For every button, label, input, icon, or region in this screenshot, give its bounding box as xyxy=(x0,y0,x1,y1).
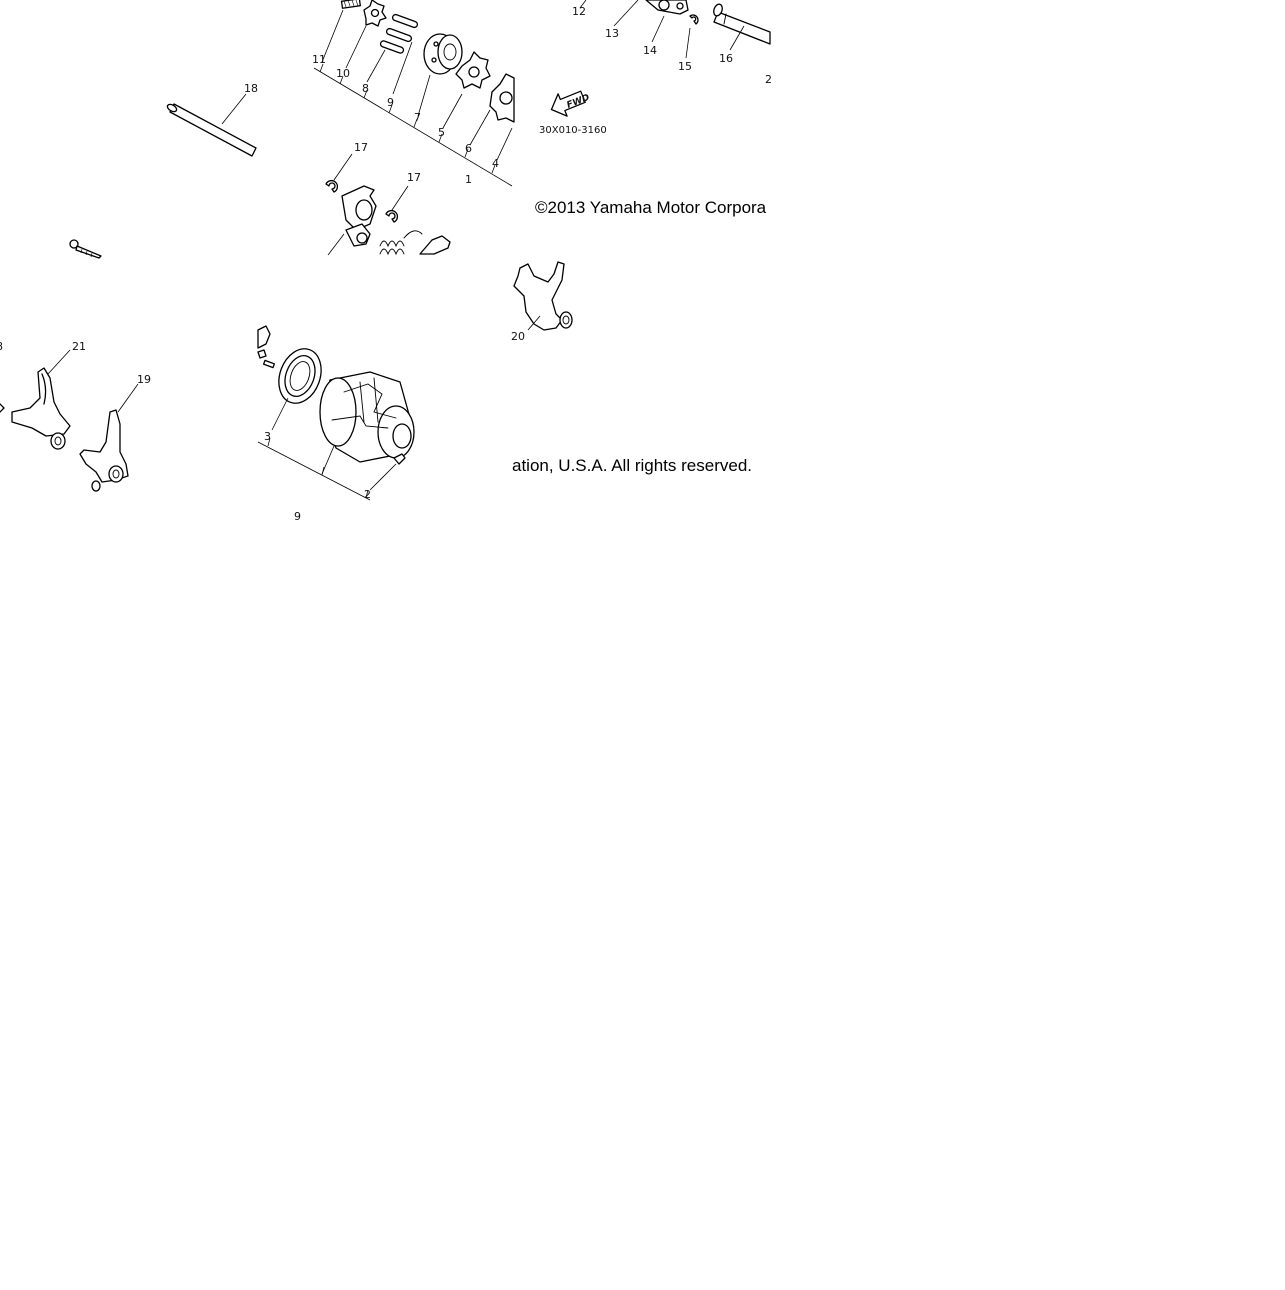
part-8-9-pins xyxy=(366,13,419,95)
part-12-leader xyxy=(579,0,587,9)
parts-bracket-line xyxy=(313,67,513,187)
part-15-circlip xyxy=(685,14,699,59)
copyright-line-part1: ©2013 Yamaha Motor Corpora xyxy=(535,198,767,217)
label-part-18: 18 xyxy=(244,82,258,95)
part-10-segment xyxy=(345,0,387,69)
part-1-shift-drum xyxy=(319,371,415,475)
label-part-8-fragment: 8 xyxy=(0,340,3,353)
part-11-bolt xyxy=(321,0,361,63)
part-21-shift-fork xyxy=(11,349,71,450)
parts-bracket-line-lower xyxy=(257,441,371,501)
label-part-19: 19 xyxy=(137,373,151,386)
part-6-star-plate xyxy=(469,73,515,146)
copyright-line-part2: ation, U.S.A. All rights reserved. xyxy=(512,456,752,475)
part-2-pin xyxy=(369,453,406,491)
label-part-9-fragment: 9 xyxy=(294,510,301,523)
drawing-code: 30X010-3160 xyxy=(539,125,607,136)
label-part-16: 16 xyxy=(719,52,733,65)
part-7-cam-drum xyxy=(417,33,463,117)
label-part-20: 20 xyxy=(511,330,525,343)
label-part-21: 21 xyxy=(72,340,86,353)
bracket-ticks xyxy=(319,63,496,174)
part-stopper-lever xyxy=(327,185,377,256)
part-number-labels-top: 11 10 8 9 7 5 6 4 1 12 13 14 15 16 2 18 … xyxy=(244,5,772,186)
part-4-leader xyxy=(496,127,513,161)
part-17-circlip-a xyxy=(325,153,353,193)
label-part-5: 5 xyxy=(438,126,445,139)
label-part-2-fragment: 2 xyxy=(765,73,772,86)
label-part-17b: 17 xyxy=(407,171,421,184)
part-bottom-fragments xyxy=(257,325,276,369)
part-17-circlip-b xyxy=(385,185,409,223)
part-3-bearing xyxy=(271,348,322,431)
label-part-1: 1 xyxy=(465,173,472,186)
label-part-2: 2 xyxy=(364,488,371,501)
label-part-6: 6 xyxy=(465,142,472,155)
part-19-shift-fork xyxy=(79,383,139,492)
part-18-guide-rod xyxy=(166,93,257,157)
part-14-lever xyxy=(613,0,689,43)
label-part-12: 12 xyxy=(572,5,586,18)
label-part-11: 11 xyxy=(312,53,326,66)
label-part-10: 10 xyxy=(336,67,350,80)
fwd-arrow-badge: FWD xyxy=(550,90,592,117)
part-16-shift-shaft xyxy=(713,3,771,51)
part-screw-left xyxy=(69,239,102,259)
label-part-14: 14 xyxy=(643,44,657,57)
part-20-shift-fork xyxy=(513,261,573,331)
part-torsion-spring xyxy=(379,230,451,256)
label-part-17a: 17 xyxy=(354,141,368,154)
label-part-13: 13 xyxy=(605,27,619,40)
label-part-9: 9 xyxy=(387,96,394,109)
label-part-3: 3 xyxy=(264,430,271,443)
label-part-8: 8 xyxy=(362,82,369,95)
label-part-7: 7 xyxy=(414,111,421,124)
label-part-15: 15 xyxy=(678,60,692,73)
label-part-4: 4 xyxy=(492,157,499,170)
part-number-labels-bottom: 8 21 19 3 2 20 9 xyxy=(0,330,525,523)
part-5-star-plate xyxy=(442,51,491,129)
part-fork-fragment-left xyxy=(0,403,5,413)
